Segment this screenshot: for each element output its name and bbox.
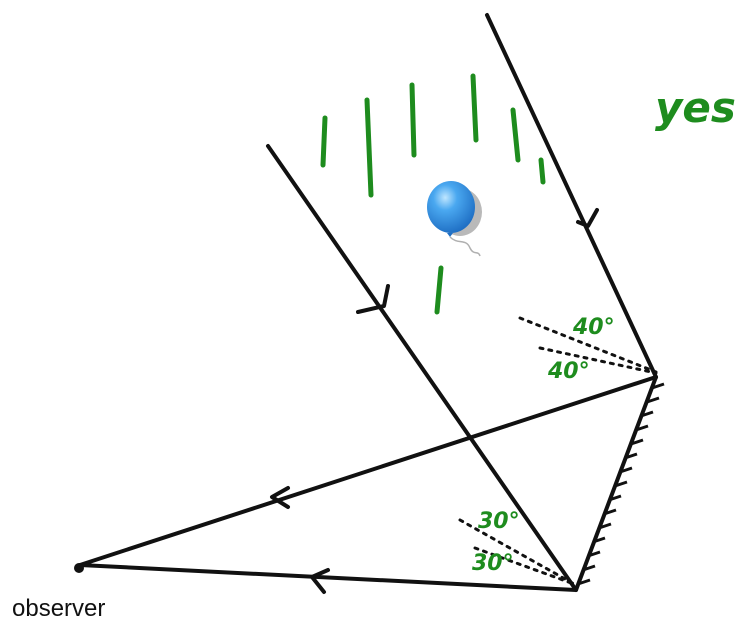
incident-ray-upper [485, 13, 658, 379]
arrowheads [270, 208, 599, 594]
reflected-ray-upper [78, 375, 658, 567]
rain-stroke [510, 107, 521, 163]
rain-strokes [320, 73, 546, 315]
rain-stroke [409, 82, 417, 158]
angle-label-upper-bottom: 40° [547, 359, 590, 384]
arrowhead-icon [356, 284, 390, 314]
arrowhead-icon [576, 208, 599, 228]
mirror [574, 376, 665, 591]
rain-stroke [434, 265, 444, 315]
angle-guides [458, 316, 658, 586]
rain-stroke [470, 73, 479, 143]
angle-label-upper-top: 40° [572, 315, 615, 340]
observer-point [74, 563, 84, 573]
angle-label-lower-top: 30° [478, 509, 520, 534]
rain-stroke [364, 97, 374, 198]
rain-stroke [320, 115, 328, 168]
light-rays [78, 13, 658, 592]
angle-label-lower-bottom: 30° [472, 551, 514, 576]
rain-stroke [538, 157, 546, 185]
yes-annotation: yes [655, 83, 736, 132]
incident-ray-lower [266, 144, 578, 592]
observer-label: observer [12, 595, 105, 620]
arrowhead-icon [310, 568, 330, 594]
arrowhead-icon [270, 486, 290, 509]
balloon-icon [427, 181, 482, 257]
reflected-ray-lower [78, 563, 578, 592]
